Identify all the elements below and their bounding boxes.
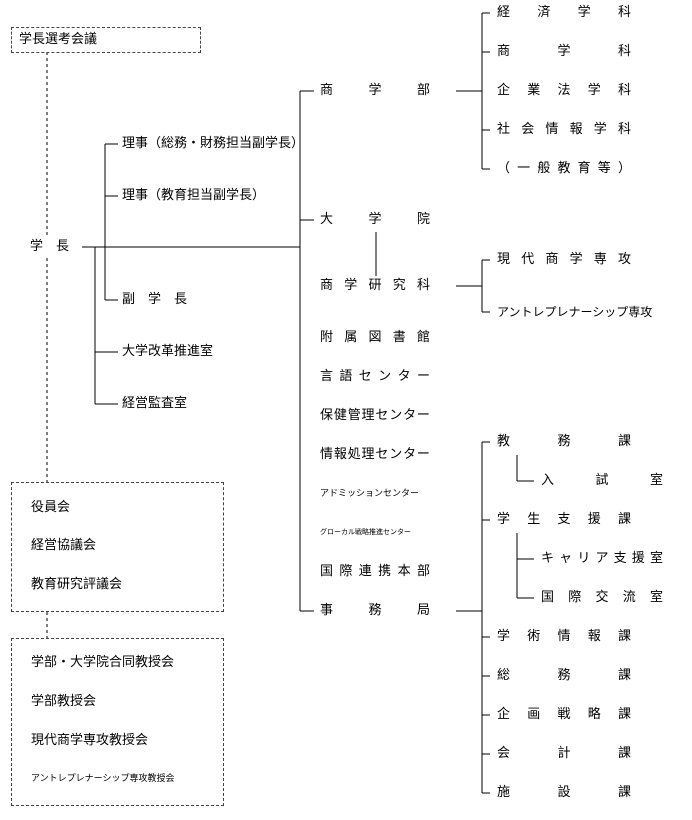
president-label: 学 長 <box>30 239 70 254</box>
office-item: 入試室 <box>541 473 663 488</box>
unit-admission-center: アドミッションセンター <box>320 489 420 499</box>
unit-library: 附属図書館 <box>320 330 430 345</box>
council-item: 教育研究評議会 <box>31 577 123 592</box>
department-item: 経済学科 <box>497 5 631 20</box>
department-item: 商学科 <box>497 44 631 59</box>
section-item: 会計課 <box>497 746 631 761</box>
section-item: 総務課 <box>497 668 631 683</box>
department-item: （一般教育等） <box>497 161 631 176</box>
councils-box <box>11 482 224 612</box>
unit-language-center: 言語センター <box>320 369 430 384</box>
unit-info-center: 情報処理センター <box>320 447 430 462</box>
executive-item: 理事（教育担当副学長） <box>122 188 266 203</box>
faculty-meeting-item: 現代商学専攻教授会 <box>31 733 149 748</box>
office-item: 国際交流室 <box>541 590 663 605</box>
faculty-meetings-box <box>11 638 224 806</box>
section-item: 教務課 <box>497 434 631 449</box>
council-item: 経営協議会 <box>31 538 97 553</box>
office-item: キャリア支援室 <box>541 551 663 566</box>
major-item: 現代商学専攻 <box>497 252 631 267</box>
selection-committee-box <box>11 27 201 53</box>
department-item: 企業法学科 <box>497 83 631 98</box>
executive-item: 副 学 長 <box>122 292 188 307</box>
faculty-meeting-item: 学部・大学院合同教授会 <box>31 655 175 670</box>
major-item: アントレプレナーシップ専攻 <box>497 305 653 319</box>
section-item: 施設課 <box>497 785 631 800</box>
executive-item: 経営監査室 <box>122 396 188 411</box>
unit-graduate-division: 商学研究科 <box>320 278 430 293</box>
unit-graduate-school: 大学院 <box>320 212 430 227</box>
unit-secretariat: 事務局 <box>320 603 430 618</box>
section-item: 学術情報課 <box>497 629 631 644</box>
faculty-meeting-item: アントレプレナーシップ専攻教授会 <box>31 774 175 784</box>
department-item: 社会情報学科 <box>497 122 631 137</box>
selection-committee-label: 学長選考会議 <box>19 32 98 47</box>
executive-item: 大学改革推進室 <box>122 344 214 359</box>
section-item: 企画戦略課 <box>497 707 631 722</box>
unit-health-center: 保健管理センター <box>320 408 430 423</box>
faculty-meeting-item: 学部教授会 <box>31 694 97 709</box>
unit-faculty: 商学部 <box>320 83 430 98</box>
unit-global-center: グローカル戦略推進センター <box>320 528 411 536</box>
council-item: 役員会 <box>31 500 71 515</box>
unit-partnership: 国際連携本部 <box>320 564 430 579</box>
executive-item: 理事（総務・財務担当副学長） <box>122 136 305 151</box>
section-item: 学生支援課 <box>497 512 631 527</box>
